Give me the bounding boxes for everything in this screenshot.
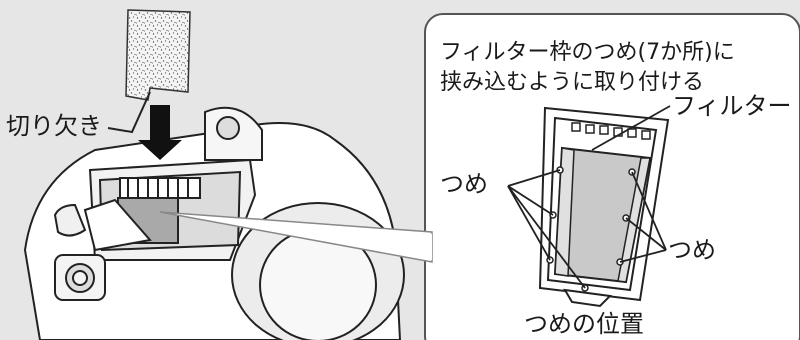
leader-lines xyxy=(507,105,671,289)
filter-sheet xyxy=(125,9,191,101)
label-claw-left: つめ xyxy=(440,170,488,198)
callout-caption: つめの位置 xyxy=(524,310,644,338)
callout-title-line1: フィルター枠のつめ(7か所)に xyxy=(440,40,735,65)
filter-frame-detail xyxy=(538,106,670,308)
vacuum-cleaner xyxy=(23,106,405,340)
notch-leader-line xyxy=(107,91,151,134)
label-notch: 切り欠き xyxy=(6,112,102,140)
label-filter: フィルター xyxy=(672,92,792,120)
callout-title-line2: 挟み込むように取り付ける xyxy=(440,70,705,95)
label-claw-right: つめ xyxy=(668,236,716,264)
insert-arrow-icon xyxy=(138,105,182,160)
